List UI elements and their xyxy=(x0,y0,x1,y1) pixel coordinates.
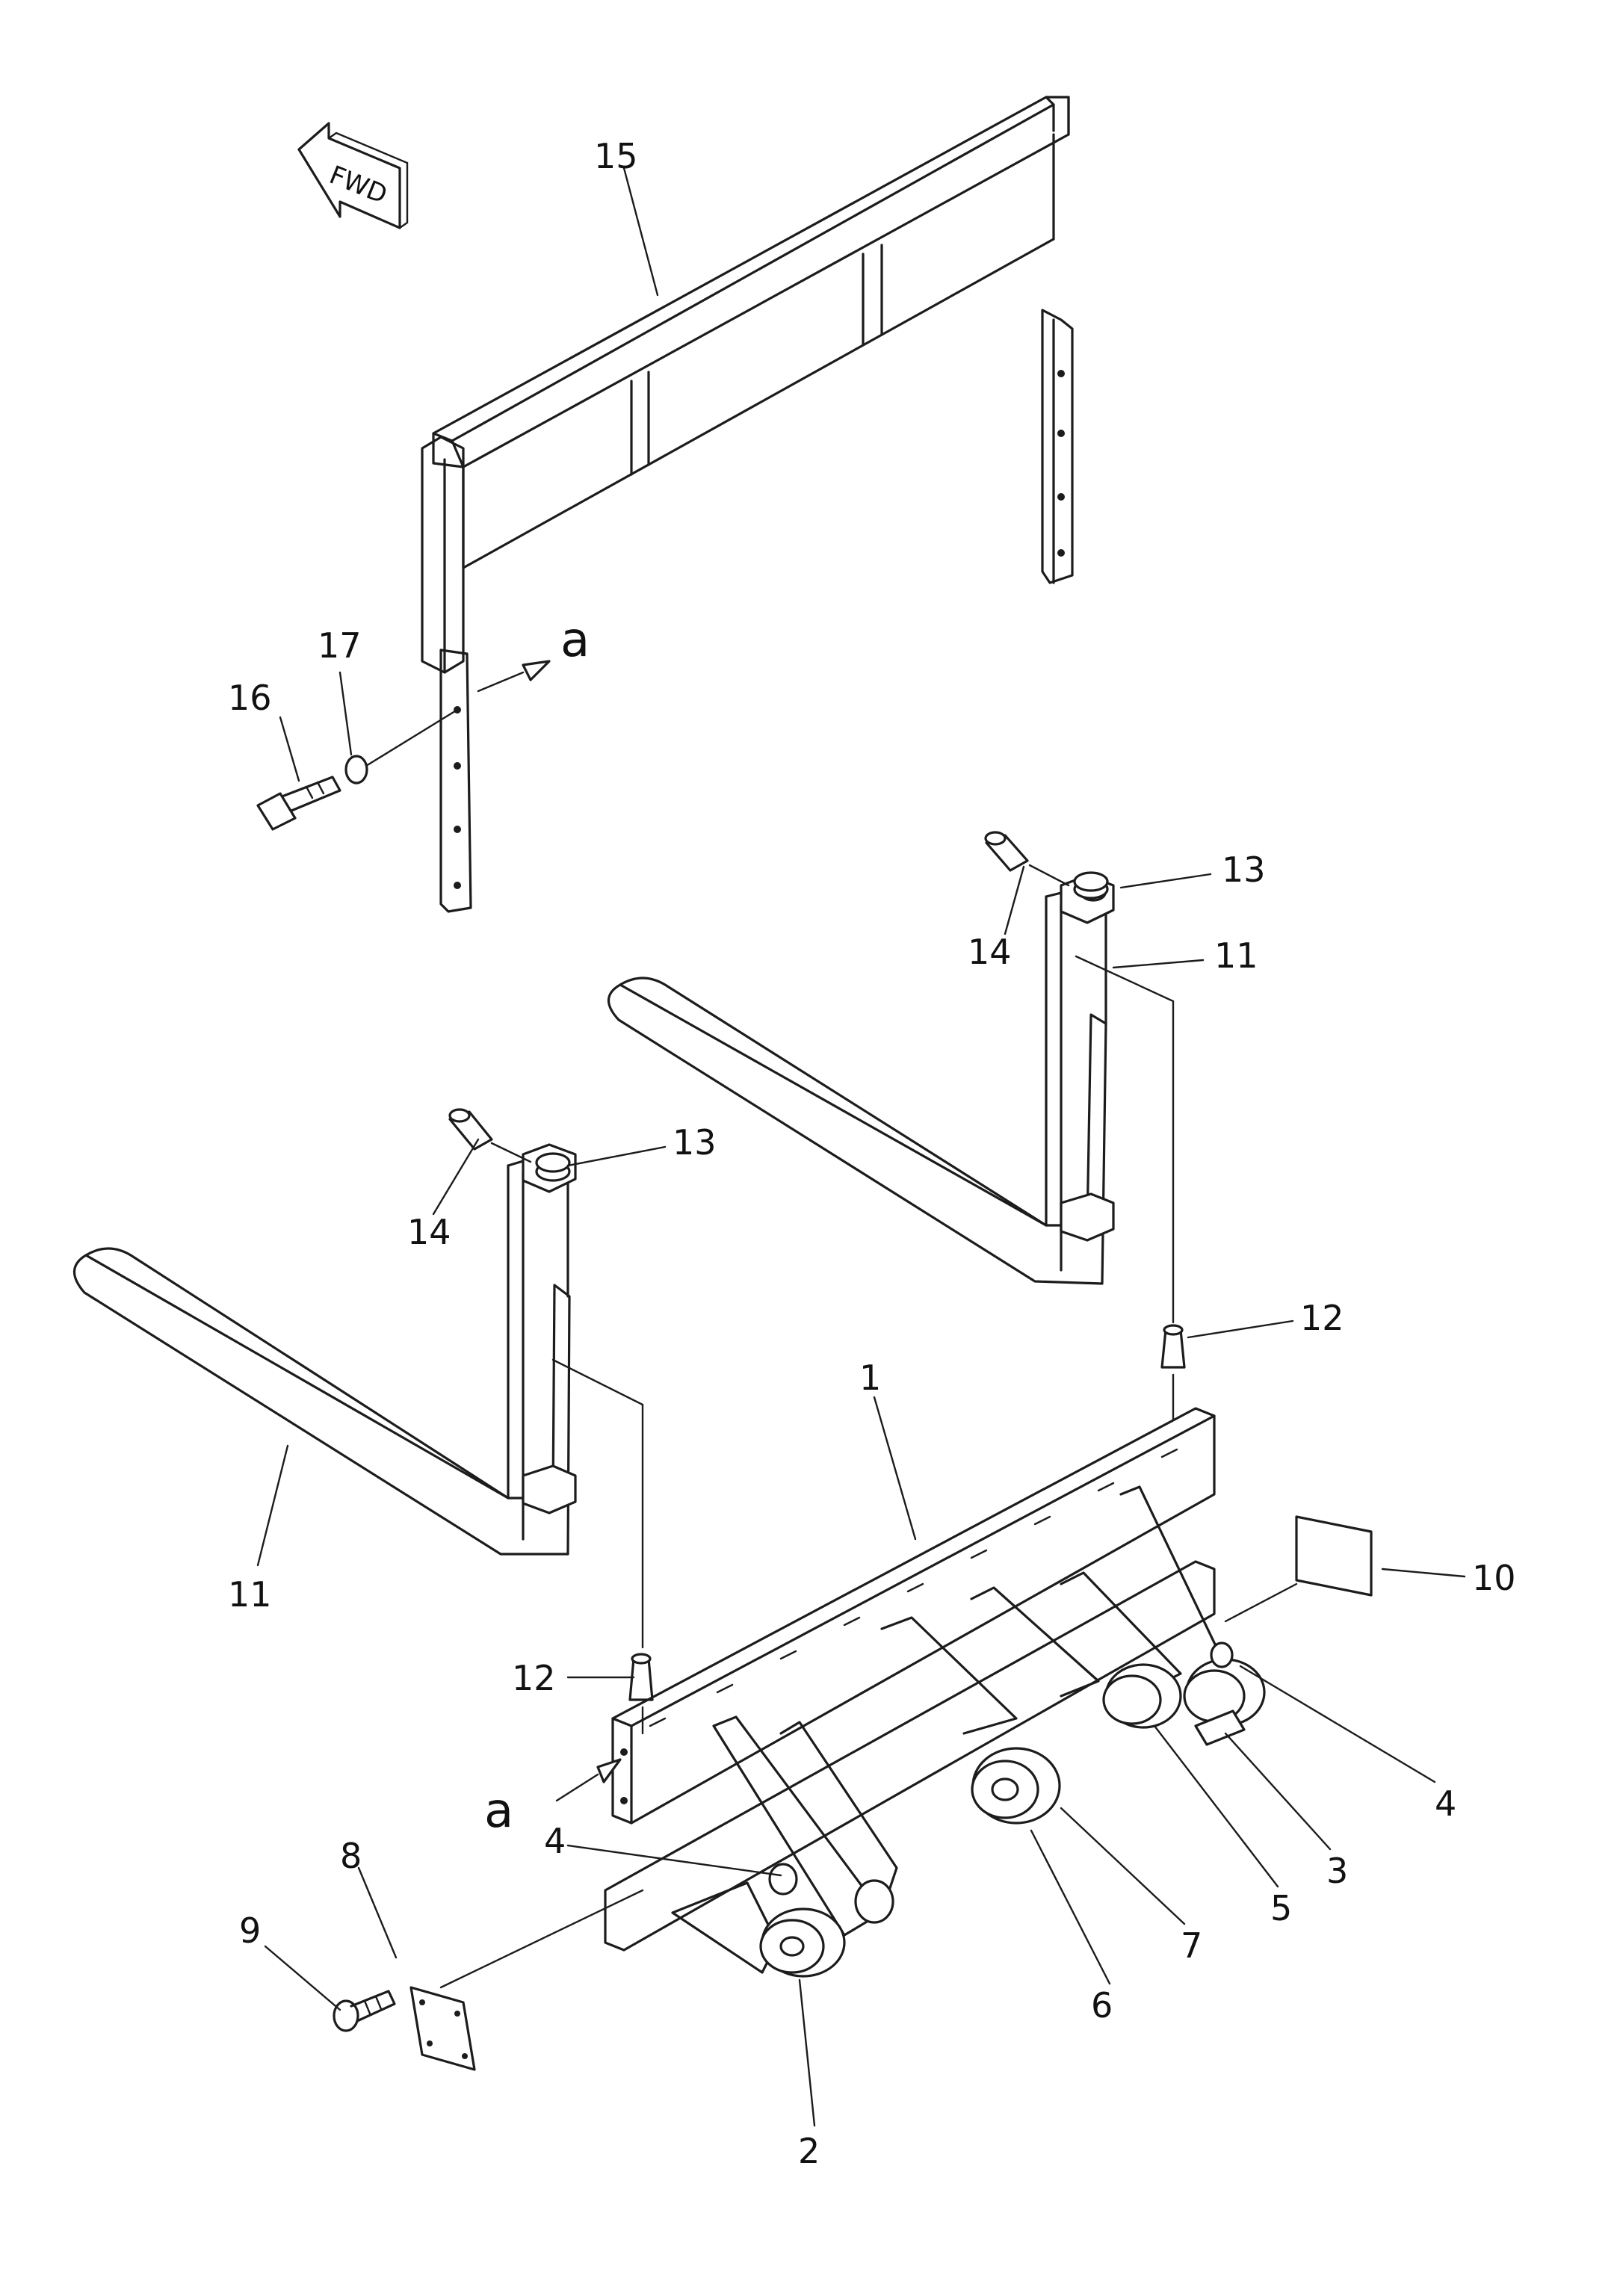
fork-carriage xyxy=(604,1407,1216,1952)
roll-pin-right xyxy=(984,831,1029,872)
fwd-direction-arrow-icon: FWD xyxy=(297,122,409,229)
callout-9: 9 xyxy=(239,1910,261,1951)
callout-leader-lines xyxy=(256,167,1466,2127)
left-fork-alignment-line xyxy=(551,1358,644,1649)
bolt-leader-line xyxy=(365,708,459,767)
callout-6: 6 xyxy=(1091,1985,1113,2026)
name-plate-leader xyxy=(1224,1582,1298,1623)
callout-2: 2 xyxy=(798,2131,820,2171)
callout-17: 17 xyxy=(318,625,362,666)
pin-leader-left xyxy=(490,1142,532,1163)
callout-4-left: 4 xyxy=(544,1821,566,1861)
callout-15: 15 xyxy=(594,136,638,176)
callout-1: 1 xyxy=(859,1358,881,1398)
section-a-bottom-arrow xyxy=(555,1773,599,1802)
callout-16: 16 xyxy=(228,678,272,718)
section-a-top-arrow xyxy=(477,671,525,693)
cover-plate xyxy=(409,1986,476,2071)
roll-pin-left xyxy=(448,1108,493,1151)
callout-14-left: 14 xyxy=(407,1212,451,1252)
mounting-brackets xyxy=(671,1485,1227,1974)
callout-7: 7 xyxy=(1181,1925,1202,1966)
pin-leader-right xyxy=(1028,864,1070,887)
callout-10: 10 xyxy=(1472,1558,1516,1598)
callout-11-right: 11 xyxy=(1214,935,1258,976)
name-plate xyxy=(1295,1515,1373,1597)
pivot-roller-6 xyxy=(971,1747,1061,1825)
cover-screw xyxy=(333,1990,396,2032)
stop-pin-left xyxy=(628,1653,654,1701)
pivot-roller-2 xyxy=(759,1907,846,1978)
callout-5: 5 xyxy=(1270,1888,1292,1928)
callout-8: 8 xyxy=(340,1836,362,1876)
callout-4-right: 4 xyxy=(1435,1783,1456,1824)
retainer-nut-right xyxy=(1073,871,1109,900)
section-mark-a-bottom: a xyxy=(484,1783,513,1839)
stop-pin-right xyxy=(1160,1324,1186,1369)
callout-12-right: 12 xyxy=(1300,1298,1344,1338)
lock-washer xyxy=(344,755,368,785)
right-fork-alignment-line xyxy=(1075,955,1175,1324)
callout-12-left: 12 xyxy=(512,1658,556,1698)
callout-14-right: 14 xyxy=(968,932,1012,972)
bushing-4-left xyxy=(768,1863,894,1924)
fwd-label: FWD xyxy=(325,160,392,210)
pivot-roller-5 xyxy=(1102,1663,1182,1729)
load-backrest-frame xyxy=(421,96,1074,913)
callout-13-left: 13 xyxy=(673,1122,717,1163)
pivot-roller-3 xyxy=(1183,1658,1266,1746)
fork-left xyxy=(72,1143,577,1556)
callout-11-left: 11 xyxy=(228,1574,272,1615)
bushing-4-right xyxy=(1210,1641,1234,1668)
mounting-bolt xyxy=(256,776,341,831)
fork-right xyxy=(607,874,1115,1285)
retainer-nut-left xyxy=(535,1152,571,1182)
cover-plate-leader xyxy=(439,1889,644,1989)
callout-3: 3 xyxy=(1326,1851,1348,1891)
callout-13-right: 13 xyxy=(1222,850,1266,890)
section-mark-a-top: a xyxy=(560,613,590,668)
